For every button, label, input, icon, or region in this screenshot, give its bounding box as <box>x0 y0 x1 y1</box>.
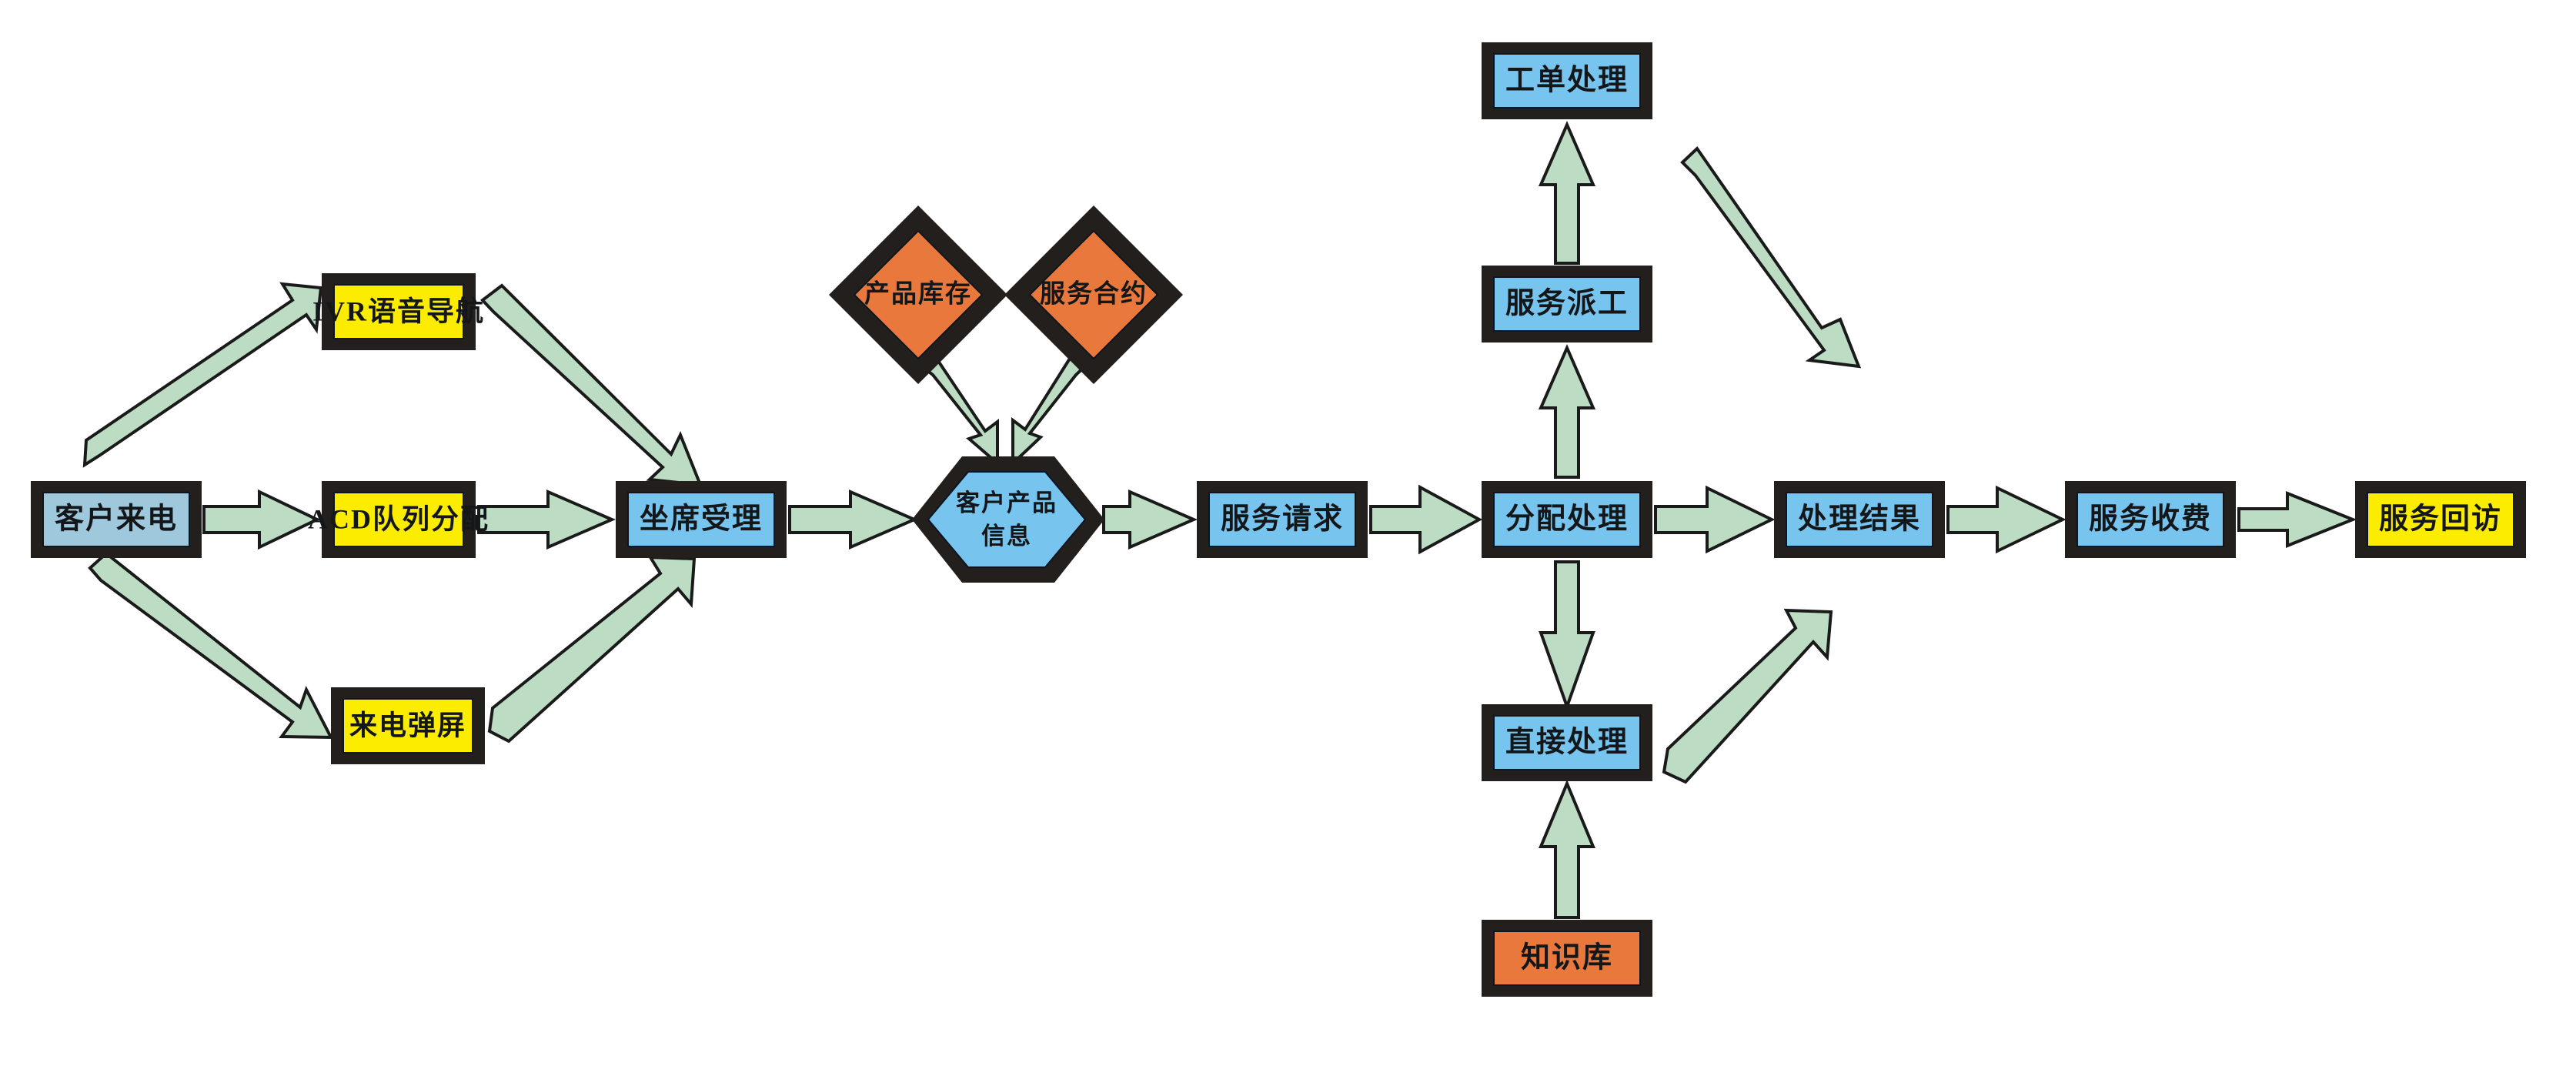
node-label: 知识库 <box>1521 942 1613 974</box>
node-label: 服务回访 <box>2379 503 2502 536</box>
edge-gongdan-to-chuli-jieguo <box>1680 145 1862 369</box>
edge-zuoxi-to-kehu-chanpin <box>788 489 919 550</box>
node-fuwu-huifang[interactable]: 服务回访 <box>2355 481 2526 558</box>
node-label: 服务合约 <box>1040 280 1148 309</box>
node-kehu-laidian[interactable]: 客户来电 <box>31 481 202 558</box>
node-fuwu-paigong[interactable]: 服务派工 <box>1482 266 1652 343</box>
node-label: 产品库存 <box>864 280 972 309</box>
node-label: ACD队列分配 <box>308 503 489 534</box>
edge-paigong-to-gongdan <box>1538 120 1596 265</box>
edge-zhijie-to-chuli-jieguo <box>1662 608 1833 784</box>
node-label: 服务请求 <box>1221 503 1344 536</box>
node-fenpei-chuli[interactable]: 分配处理 <box>1482 481 1652 558</box>
node-label: 直接处理 <box>1505 727 1629 759</box>
node-zhishi-ku[interactable]: 知识库 <box>1482 920 1652 997</box>
node-chuli-jieguo[interactable]: 处理结果 <box>1774 481 1945 558</box>
node-label: 客户来电 <box>55 503 178 536</box>
edge-fuwu-qingqiu-to-fenpei <box>1369 484 1483 555</box>
edge-fenpei-to-zhijie <box>1539 560 1595 711</box>
edge-shoufei-to-huifang <box>2237 491 2357 548</box>
node-label: 坐席受理 <box>640 503 763 536</box>
edge-zhishiku-to-zhijie <box>1539 779 1595 919</box>
node-label: 工单处理 <box>1505 65 1629 97</box>
node-label-line2: 信息 <box>981 523 1032 550</box>
node-label: 处理结果 <box>1798 503 1921 536</box>
node-label: 来电弹屏 <box>349 710 466 740</box>
node-laidian-tanping[interactable]: 来电弹屏 <box>331 687 485 764</box>
node-label: 分配处理 <box>1505 503 1629 536</box>
node-ivr[interactable]: IVR语音导航 <box>312 273 485 350</box>
node-fuwu-heyue[interactable]: 服务合约 <box>1004 206 1183 384</box>
edge-kehu-laidian-to-ivr <box>82 282 323 468</box>
node-chanpin-kucun[interactable]: 产品库存 <box>829 206 1007 384</box>
node-fuwu-shoufei[interactable]: 服务收费 <box>2065 481 2236 558</box>
node-label-line1: 客户产品 <box>956 490 1057 516</box>
edge-acd-to-zuoxi <box>477 489 616 550</box>
node-zuoxi-shouli[interactable]: 坐席受理 <box>616 481 787 558</box>
node-kehu-chanpin-xinxi[interactable]: 客户产品 信息 <box>912 456 1104 583</box>
node-gongdan-chuli[interactable]: 工单处理 <box>1482 42 1652 119</box>
edge-kehu-chanpin-to-fuwu-qingqiu <box>1102 489 1198 550</box>
edge-kehu-laidian-to-acd <box>202 489 321 550</box>
edge-fenpei-to-chuli-jieguo <box>1654 485 1776 554</box>
node-layer: 客户来电 IVR语音导航 ACD队列分配 来电弹屏 坐席受理 <box>31 42 2526 997</box>
edge-fenpei-to-paigong <box>1538 343 1596 479</box>
node-fuwu-qingqiu[interactable]: 服务请求 <box>1197 481 1368 558</box>
edge-layer <box>82 120 2357 919</box>
node-acd[interactable]: ACD队列分配 <box>308 481 489 558</box>
node-label: IVR语音导航 <box>312 295 485 326</box>
node-label: 服务派工 <box>1505 288 1629 320</box>
edge-chuli-jieguo-to-shoufei <box>1946 485 2066 554</box>
edge-tanping-to-zuoxi <box>487 555 697 743</box>
node-zhijie-chuli[interactable]: 直接处理 <box>1482 704 1652 781</box>
node-label: 服务收费 <box>2089 503 2212 536</box>
